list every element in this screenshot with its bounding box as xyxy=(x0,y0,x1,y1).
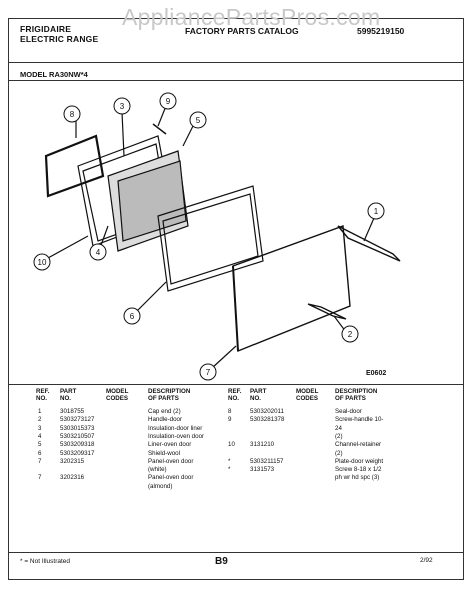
description-cell: (white) xyxy=(148,466,167,474)
part-number-cell: 3131210 xyxy=(250,441,275,449)
part-number-cell: 5303281378 xyxy=(250,416,285,424)
part-number-cell: 5303211157 xyxy=(250,457,284,465)
ref-cell: 7 xyxy=(38,457,42,465)
callout-label: 5 xyxy=(196,116,201,125)
part-number-cell: 3131573 xyxy=(250,466,275,474)
callout-label: 2 xyxy=(348,330,353,339)
part-number-cell: 5303210507 xyxy=(60,432,95,440)
callout-label: 7 xyxy=(206,368,211,377)
description-cell: Insulation-oven door xyxy=(148,432,205,440)
page-frame xyxy=(8,18,464,580)
model-label: MODEL RA30NW*4 xyxy=(20,70,88,79)
handle-part xyxy=(337,225,401,262)
ref-cell: 9 xyxy=(228,416,232,424)
watermark: AppliancePartsPros.com xyxy=(122,4,381,30)
door-seal-part xyxy=(44,134,105,198)
description-cell: Shield-wool xyxy=(148,449,180,457)
exploded-door-diagram: 8 3 9 5 1 10 4 6 2 7 xyxy=(33,92,401,381)
model-rule xyxy=(8,80,464,81)
ref-cell: * xyxy=(228,457,231,465)
header-rule xyxy=(8,62,464,63)
description-cell: 24 xyxy=(335,424,342,432)
product-name: ELECTRIC RANGE xyxy=(20,34,99,44)
description-cell: Plate-door weight xyxy=(335,457,384,465)
description-cell: Cap end (2) xyxy=(148,408,181,415)
ref-cell: 10 xyxy=(228,441,235,449)
table-top-rule xyxy=(8,384,464,385)
part-number-cell: 3202316 xyxy=(60,474,85,482)
callout-label: 8 xyxy=(70,110,75,119)
part-number-cell: 5303015373 xyxy=(60,424,95,432)
ref-cell: 5 xyxy=(38,441,42,449)
callout-label: 6 xyxy=(130,312,135,321)
description-cell: Screw 8-18 x 1/2 xyxy=(335,466,382,474)
description-cell: Panel-oven door xyxy=(148,457,194,465)
ref-cell: 6 xyxy=(38,449,42,457)
callout-group: 8 3 9 5 1 10 4 6 2 7 xyxy=(33,92,385,381)
callout-label: 3 xyxy=(120,102,125,111)
description-cell: Screw-handle 10- xyxy=(335,416,384,424)
header-brand-block: FRIGIDAIRE ELECTRIC RANGE xyxy=(20,24,98,44)
description-cell: Channel-retainer xyxy=(335,441,382,449)
description-cell: Handle-door xyxy=(148,416,183,424)
part-number-cell: 5303209317 xyxy=(60,449,95,457)
part-number-cell: 3018755 xyxy=(60,408,85,415)
col-header-model: MODEL CODES xyxy=(106,388,129,403)
callout-label: 9 xyxy=(166,97,171,106)
description-cell: Seal-door xyxy=(335,408,362,415)
description-cell: Liner-oven door xyxy=(148,441,192,449)
part-number-cell: 5303202011 xyxy=(250,408,284,415)
catalog-title: FACTORY PARTS CATALOG xyxy=(185,26,299,36)
callout-label: 4 xyxy=(96,248,101,257)
col-header-ref: REF. NO. xyxy=(36,388,50,403)
callout-label: 1 xyxy=(374,207,379,216)
description-cell: ph wr hd spc (3) xyxy=(335,474,380,482)
ref-cell: * xyxy=(228,466,231,474)
col-header-part: PART NO. xyxy=(250,388,267,403)
catalog-number: 5995219150 xyxy=(357,26,405,36)
description-cell: Panel-oven door xyxy=(148,474,194,482)
col-header-desc: DESCRIPTION OF PARTS xyxy=(335,388,378,403)
ref-cell: 1 xyxy=(38,408,42,415)
callout-label: 10 xyxy=(38,258,47,267)
footnote: * = Not Illustrated xyxy=(20,558,71,565)
shield-part xyxy=(157,185,264,292)
diagram-code: E0602 xyxy=(366,370,387,377)
footer-rule xyxy=(8,552,464,553)
revision-date: 2/92 xyxy=(420,557,433,564)
description-cell: Insulation-door liner xyxy=(148,424,203,432)
ref-cell: 8 xyxy=(228,408,232,415)
part-number-cell: 5303209318 xyxy=(60,441,95,449)
ref-cell: 3 xyxy=(38,424,42,432)
col-header-part: PART NO. xyxy=(60,388,77,403)
channel-part xyxy=(307,303,347,320)
part-number-cell: 3202315 xyxy=(60,457,85,465)
ref-cell: 4 xyxy=(38,432,42,440)
door-panel-part xyxy=(232,225,351,353)
description-cell: (2) xyxy=(335,432,343,440)
ref-cell: 7 xyxy=(38,474,42,482)
col-header-ref: REF. NO. xyxy=(228,388,242,403)
ref-cell: 2 xyxy=(38,416,42,424)
page-number: B9 xyxy=(215,556,228,567)
part-number-cell: 5303273127 xyxy=(60,416,95,424)
brand-name: FRIGIDAIRE xyxy=(20,24,72,34)
description-cell: (2) xyxy=(335,449,343,457)
description-cell: (almond) xyxy=(148,482,173,490)
col-header-desc: DESCRIPTION OF PARTS xyxy=(148,388,191,403)
col-header-model: MODEL CODES xyxy=(296,388,319,403)
